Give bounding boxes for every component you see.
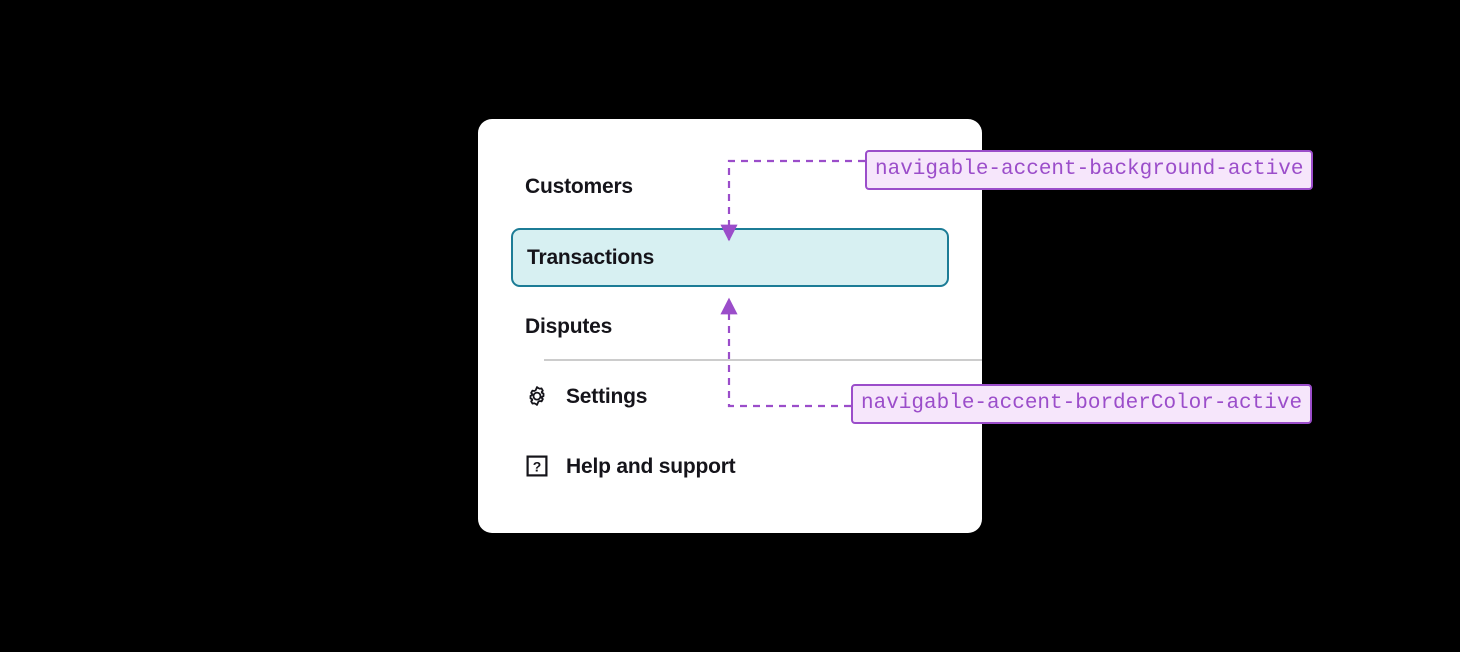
nav-item-settings[interactable]: Settings bbox=[511, 376, 949, 416]
nav-item-transactions-active[interactable]: Transactions bbox=[511, 228, 949, 287]
nav-item-label: Help and support bbox=[566, 454, 736, 478]
nav-item-disputes[interactable]: Disputes bbox=[511, 306, 949, 346]
nav-item-help-and-support[interactable]: ? Help and support bbox=[511, 446, 949, 486]
nav-item-label: Customers bbox=[525, 174, 633, 198]
gear-icon bbox=[529, 386, 545, 406]
nav-divider bbox=[544, 359, 982, 361]
help-question-box-icon: ? bbox=[526, 455, 548, 477]
svg-text:?: ? bbox=[533, 458, 542, 474]
callout-navigable-accent-bordercolor-active: navigable-accent-borderColor-active bbox=[851, 384, 1313, 424]
nav-item-label: Disputes bbox=[525, 314, 613, 338]
nav-item-customers[interactable]: Customers bbox=[511, 166, 949, 206]
nav-item-label: Transactions bbox=[527, 246, 655, 269]
nav-item-label: Settings bbox=[566, 384, 648, 408]
callout-navigable-accent-background-active: navigable-accent-background-active bbox=[865, 150, 1314, 190]
